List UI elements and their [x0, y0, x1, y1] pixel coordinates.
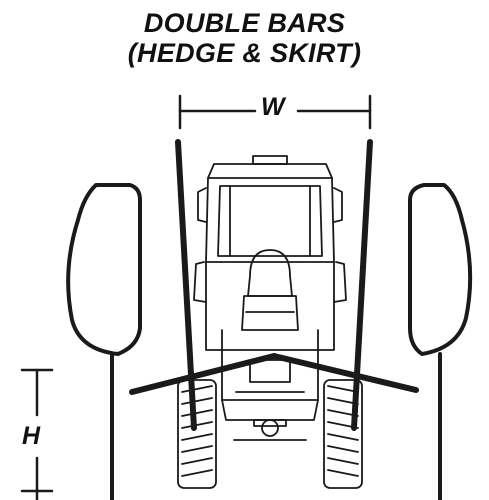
right-rear-tire [323, 379, 363, 489]
left-rear-tire [177, 379, 217, 489]
width-dimension [178, 94, 372, 130]
tractor [193, 155, 347, 441]
height-dimension [20, 368, 54, 500]
height-label: H [22, 422, 41, 450]
diagram-title-line1: DOUBLE BARS [143, 8, 346, 38]
right-hedge [408, 183, 473, 500]
left-hedge [66, 183, 142, 500]
vertical-hedge-bars [175, 139, 373, 431]
skirt-bars [129, 353, 419, 395]
width-label: W [261, 93, 285, 121]
diagram-title-line2: (HEDGE & SKIRT) [127, 38, 362, 68]
